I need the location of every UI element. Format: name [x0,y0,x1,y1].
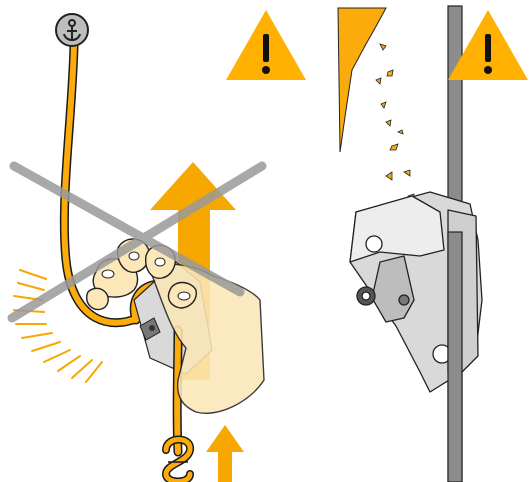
small-up-arrow [206,425,244,482]
rope-debris [376,44,414,200]
right-panel [338,6,528,482]
left-panel [12,10,306,482]
warning-triangle-icon [226,10,306,80]
gray-rope-front [448,232,462,482]
anchor-icon [56,14,88,46]
